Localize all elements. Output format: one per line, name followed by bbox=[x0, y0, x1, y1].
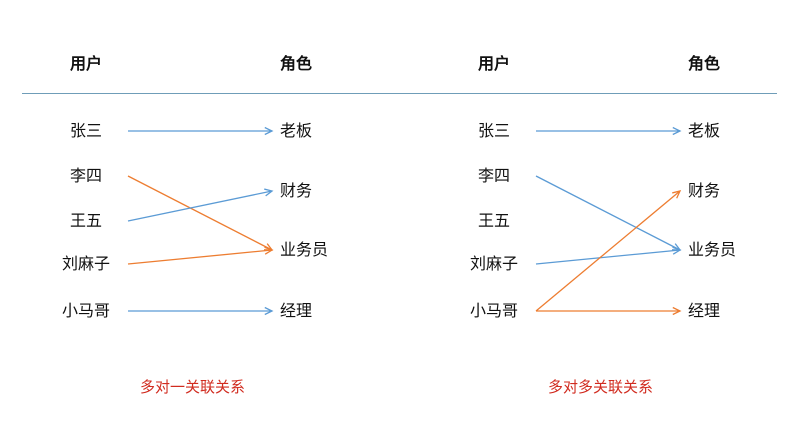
link-arrow bbox=[536, 306, 682, 316]
link-arrow bbox=[535, 190, 682, 312]
role-header-left: 角色 bbox=[280, 54, 313, 73]
role-node: 老板 bbox=[688, 121, 721, 140]
user-node: 小马哥 bbox=[62, 301, 111, 320]
link-line bbox=[127, 249, 273, 265]
role-node: 财务 bbox=[280, 181, 313, 200]
link-arrow bbox=[128, 306, 274, 316]
link-arrow bbox=[536, 126, 682, 136]
link-arrow bbox=[535, 246, 682, 265]
user-node: 李四 bbox=[478, 166, 511, 185]
arrowhead bbox=[672, 246, 682, 255]
role-node: 财务 bbox=[688, 181, 721, 200]
arrowhead bbox=[264, 126, 274, 136]
link-line bbox=[127, 175, 273, 251]
header-divider bbox=[22, 93, 777, 94]
link-line bbox=[127, 190, 273, 222]
link-line bbox=[535, 190, 681, 312]
link-arrow bbox=[535, 175, 682, 251]
arrowhead bbox=[264, 306, 274, 316]
link-line bbox=[535, 175, 681, 251]
role-node: 业务员 bbox=[688, 240, 737, 259]
link-line bbox=[535, 249, 681, 265]
arrowhead bbox=[672, 126, 682, 136]
role-header-right: 角色 bbox=[688, 54, 721, 73]
link-arrow bbox=[127, 175, 274, 251]
link-arrow bbox=[127, 188, 274, 222]
arrowhead bbox=[264, 188, 274, 197]
user-node: 小马哥 bbox=[470, 301, 519, 320]
role-node: 经理 bbox=[280, 301, 313, 320]
arrowhead bbox=[264, 246, 274, 255]
link-arrow bbox=[128, 126, 274, 136]
user-node: 张三 bbox=[478, 121, 511, 140]
user-node: 刘麻子 bbox=[62, 254, 111, 273]
user-header-left: 用户 bbox=[70, 54, 103, 73]
arrowhead bbox=[672, 306, 682, 316]
link-arrow bbox=[127, 246, 274, 265]
role-node: 老板 bbox=[280, 121, 313, 140]
arrowhead bbox=[672, 190, 682, 199]
role-node: 业务员 bbox=[280, 240, 329, 259]
user-node: 王五 bbox=[70, 211, 103, 230]
user-node: 张三 bbox=[70, 121, 103, 140]
role-node: 经理 bbox=[688, 301, 721, 320]
caption-many-to-many: 多对多关联关系 bbox=[548, 378, 654, 396]
user-node: 王五 bbox=[478, 211, 511, 230]
user-node: 刘麻子 bbox=[470, 254, 519, 273]
caption-many-to-one: 多对一关联关系 bbox=[140, 378, 246, 396]
user-header-right: 用户 bbox=[478, 54, 511, 73]
user-node: 李四 bbox=[70, 166, 103, 185]
